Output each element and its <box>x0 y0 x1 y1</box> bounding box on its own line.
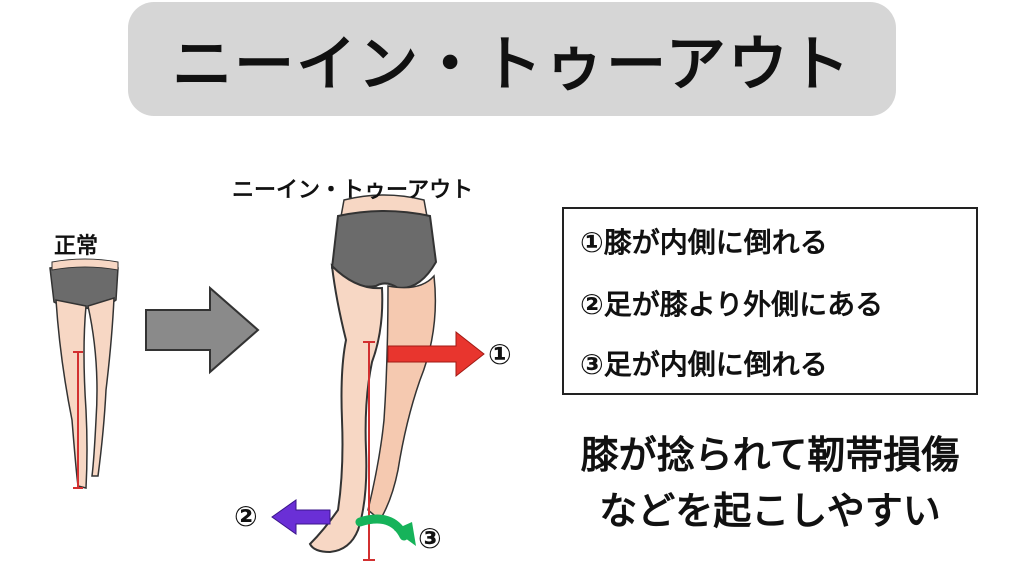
title-banner: ニーイン・トゥーアウト <box>128 2 896 116</box>
info-item-3: ③足が内側に倒れる <box>580 348 828 381</box>
foot-out-arrow <box>271 499 331 535</box>
foot-roll-arrow <box>355 514 409 541</box>
info-box: ①膝が内側に倒れる ②足が膝より外側にある ③足が内側に倒れる <box>562 207 978 395</box>
info-item-2: ②足が膝より外側にある <box>580 288 884 321</box>
transition-arrow <box>145 285 260 375</box>
info-item-1: ①膝が内側に倒れる <box>580 226 828 259</box>
knee-arrow <box>387 330 485 378</box>
marker-1: ① <box>488 338 512 371</box>
warning-message: 膝が捻られて靭帯損傷 などを起こしやすい <box>550 420 990 540</box>
normal-label: 正常 <box>54 234 99 259</box>
marker-2: ② <box>234 500 258 533</box>
knee-in-label: ニーイン・トゥーアウト <box>232 178 474 203</box>
marker-3: ③ <box>418 522 442 555</box>
page-title: ニーイン・トゥーアウト <box>172 29 852 100</box>
message-line-2: などを起こしやすい <box>599 489 941 533</box>
message-line-1: 膝が捻られて靭帯損傷 <box>580 433 960 477</box>
knee-in-figure <box>308 194 438 561</box>
normal-figure <box>49 258 119 489</box>
